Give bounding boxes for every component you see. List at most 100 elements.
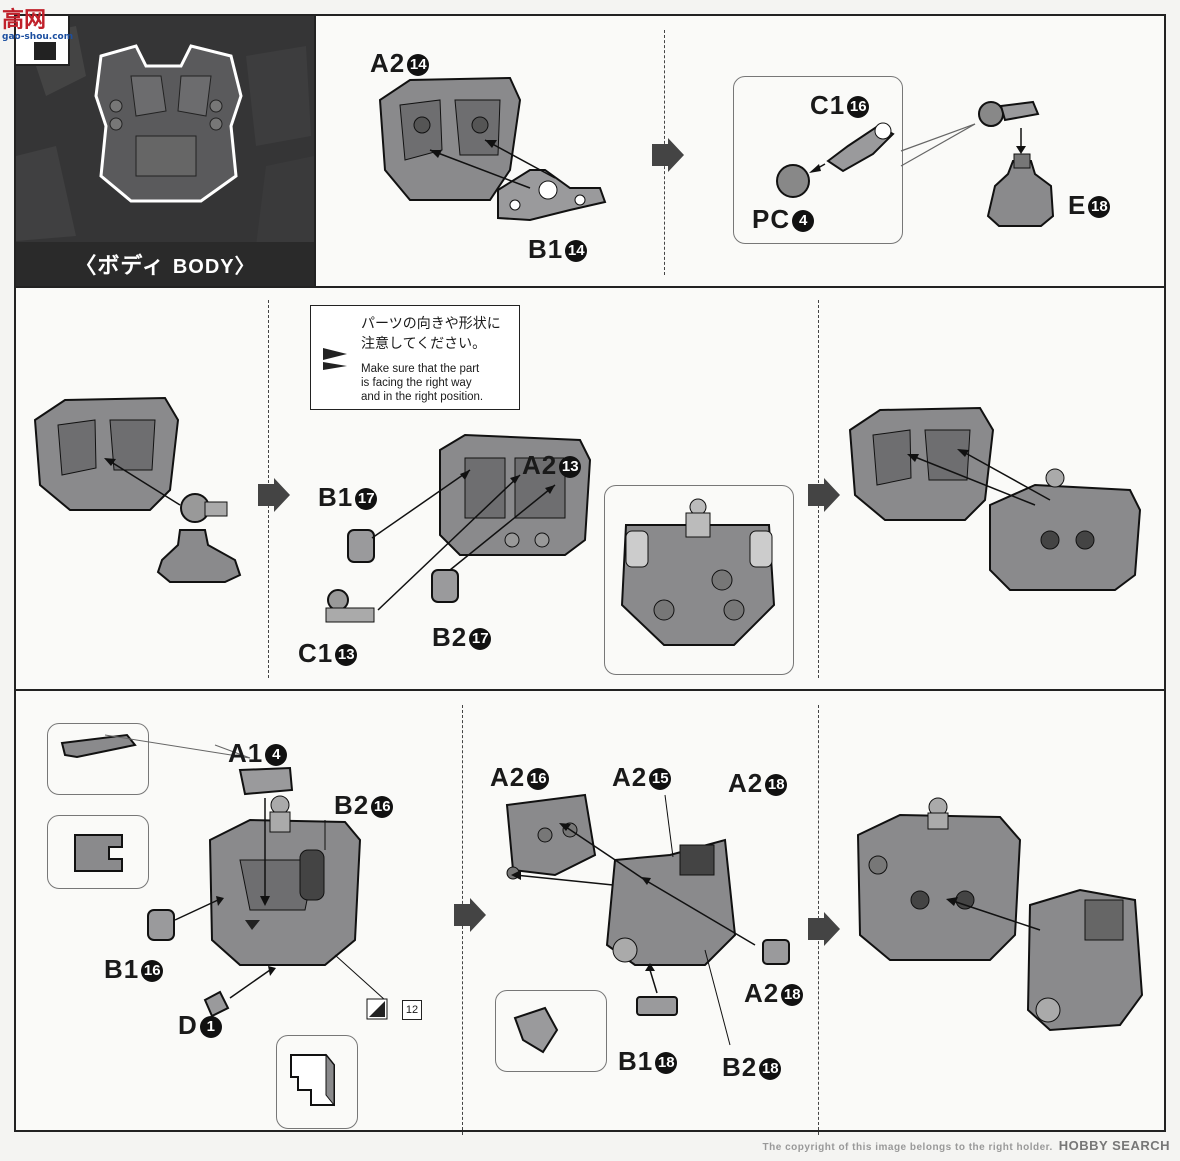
torso-top-assembly-diagram — [104, 734, 386, 1018]
part-code: A2 — [728, 768, 764, 798]
copyright-note: The copyright of this image belongs to t… — [762, 1142, 1053, 1153]
hero-border — [314, 16, 316, 286]
part-code: A2 — [370, 48, 406, 78]
part-number: 16 — [141, 960, 164, 982]
part-code: E — [1068, 190, 1087, 220]
part-number: 18 — [1088, 196, 1111, 218]
torso-with-joint-diagram — [33, 396, 242, 583]
part-code: B2 — [334, 790, 370, 820]
part-code: C1 — [298, 638, 334, 668]
part-code: B1 — [618, 1046, 654, 1076]
part-code: A2 — [522, 450, 558, 480]
note-en-line: and in the right position. — [361, 391, 484, 403]
part-number: 16 — [847, 96, 870, 118]
part-number: 18 — [765, 774, 788, 796]
part-code: B2 — [722, 1052, 758, 1082]
step-arrow-icon — [808, 478, 840, 512]
part-code: A2 — [490, 762, 526, 792]
step-arrow-icon — [454, 898, 486, 932]
row-divider — [14, 286, 1166, 288]
part-number: 18 — [655, 1052, 678, 1074]
completed-body-diagram — [856, 797, 1144, 1032]
part-code: B2 — [432, 622, 468, 652]
watermark-brand: HOBBY SEARCH — [1058, 1138, 1170, 1153]
part-number: 14 — [407, 54, 430, 76]
watermark-brand: 高 — [2, 8, 25, 33]
part-number: 1 — [199, 1016, 222, 1038]
part-code: B1 — [104, 954, 140, 984]
part-number: 18 — [759, 1058, 782, 1080]
part-code: A1 — [228, 738, 264, 768]
caution-note: パーツの向きや形状に 注意してください。 Make sure that the … — [310, 305, 520, 410]
watermark-brand-2: 网 — [24, 8, 47, 33]
note-en: Make sure that the part is facing the ri… — [361, 362, 483, 404]
part-number: 4 — [792, 210, 815, 232]
back-plate-assembly-diagram — [505, 793, 790, 1046]
step-tab — [16, 16, 70, 66]
assembly-inset — [733, 76, 903, 244]
lower-torso-parts-diagram — [325, 433, 592, 623]
part-number: 17 — [355, 488, 378, 510]
part-number: 4 — [265, 744, 288, 766]
note-jp: パーツの向きや形状に 注意してください。 — [361, 314, 501, 354]
sticker-icon — [366, 998, 388, 1020]
site-watermark: The copyright of this image belongs to t… — [763, 1138, 1170, 1153]
section-title-en: BODY〉 — [172, 255, 256, 278]
part-number: 18 — [781, 984, 804, 1006]
part-number: 16 — [371, 796, 394, 818]
note-jp-line: パーツの向きや形状に — [361, 316, 501, 332]
note-en-line: Make sure that the part — [361, 363, 480, 375]
part-code: C1 — [810, 90, 846, 120]
step-arrow-icon — [258, 478, 290, 512]
torso-core-diagram — [378, 76, 607, 222]
watermark-url: gao-shou.com — [2, 32, 74, 42]
torso-lower-assembly-diagram — [848, 406, 1142, 591]
part-code: B1 — [528, 234, 564, 264]
part-number: 17 — [469, 628, 492, 650]
part-number: 15 — [649, 768, 672, 790]
part-code: PC — [752, 204, 791, 234]
section-title-jp: 〈ボディ — [74, 254, 165, 279]
note-jp-line: 注意してください。 — [361, 336, 487, 352]
step-arrow-icon — [808, 912, 840, 946]
section-title: 〈ボディ BODY〉 — [16, 242, 314, 286]
part-code: B1 — [318, 482, 354, 512]
part-detail-diagram — [513, 1006, 559, 1054]
part-detail-diagram — [290, 1053, 335, 1107]
sticker-ref: 12 — [402, 1000, 422, 1020]
note-en-line: is facing the right way — [361, 377, 472, 389]
part-code: A2 — [744, 978, 780, 1008]
part-detail-diagram — [74, 834, 123, 872]
part-code: A2 — [612, 762, 648, 792]
part-code: D — [178, 1010, 198, 1040]
part-number: 16 — [527, 768, 550, 790]
part-number: 13 — [559, 456, 582, 478]
step-arrow-icon — [652, 138, 684, 172]
site-watermark: 高网 gao-shou.com — [2, 2, 73, 42]
joint-subassembly-diagram — [776, 100, 1055, 227]
part-number: 13 — [335, 644, 358, 666]
part-number: 14 — [565, 240, 588, 262]
row-divider — [14, 689, 1166, 691]
underside-detail-diagram — [620, 498, 776, 646]
detail-inset — [47, 723, 149, 795]
